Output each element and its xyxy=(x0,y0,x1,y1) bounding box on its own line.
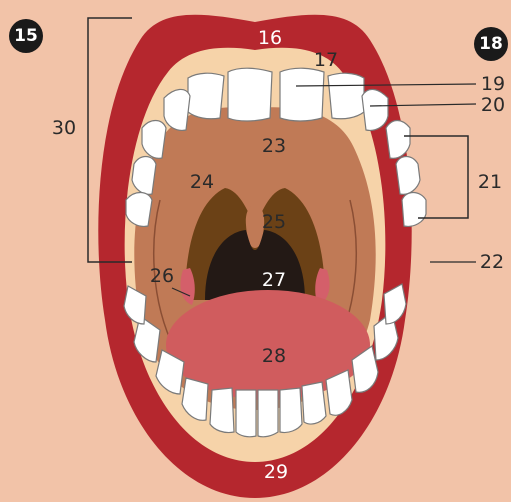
label-29: 29 xyxy=(264,461,288,483)
tooth-lower-incisor-2 xyxy=(236,390,256,437)
tooth-upper-lateral-right xyxy=(328,73,364,119)
tooth-upper-lateral-left xyxy=(188,73,224,119)
label-20: 20 xyxy=(481,94,505,116)
tooth-upper-premolar-right-2 xyxy=(396,157,420,195)
badge-15: 15 xyxy=(14,26,38,46)
tooth-upper-canine-left xyxy=(164,89,190,130)
tooth-lower-incisor-3 xyxy=(258,390,278,437)
label-28: 28 xyxy=(262,345,286,367)
label-27: 27 xyxy=(262,269,286,291)
tooth-lower-incisor-1 xyxy=(210,388,234,433)
label-23: 23 xyxy=(262,135,286,157)
tooth-upper-molar-right xyxy=(402,193,426,227)
tooth-lower-incisor-4 xyxy=(280,388,302,433)
label-19: 19 xyxy=(481,73,505,95)
label-22: 22 xyxy=(480,251,504,273)
label-25: 25 xyxy=(262,211,286,233)
label-26: 26 xyxy=(150,265,174,287)
label-30: 30 xyxy=(52,117,76,139)
tooth-upper-molar-left xyxy=(126,193,152,227)
tooth-upper-canine-right xyxy=(362,89,388,130)
tooth-upper-incisor-left xyxy=(228,68,272,121)
tooth-upper-incisor-right xyxy=(280,68,324,121)
label-16: 16 xyxy=(258,27,282,49)
label-17: 17 xyxy=(314,49,338,71)
label-21: 21 xyxy=(478,171,502,193)
tooth-lower-incisor-5 xyxy=(302,382,326,424)
label-24: 24 xyxy=(190,171,214,193)
badge-18: 18 xyxy=(479,34,503,54)
